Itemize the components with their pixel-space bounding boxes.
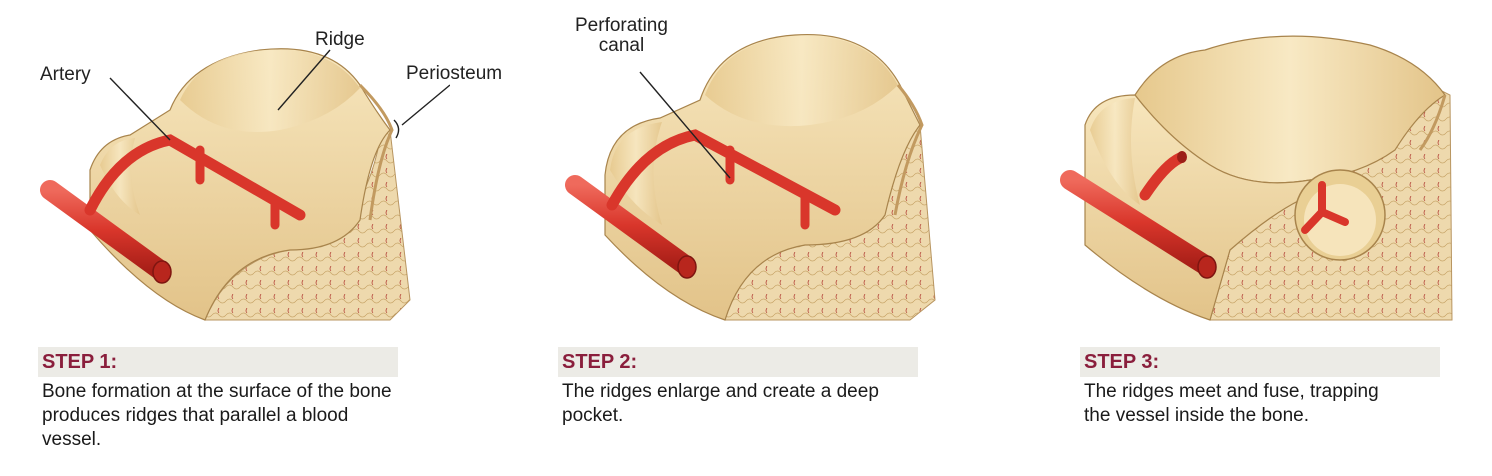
step-2-illustration [565, 33, 936, 321]
step-1-panel: Artery Ridge Periosteum STEP 1: Bone for… [30, 0, 503, 476]
artery-vessel [1060, 151, 1349, 279]
perforating-canal-label: Perforating canal [575, 15, 668, 56]
step-1-header: STEP 1: [38, 347, 398, 377]
step-3-panel: STEP 3: The ridges meet and fuse, trappi… [1040, 0, 1492, 476]
step-2-description: The ridges enlarge and create a deep poc… [562, 381, 879, 426]
step-3-title: STEP 3: [1084, 351, 1160, 373]
step-1-description: Bone formation at the surface of the bon… [42, 381, 392, 450]
step-2-header: STEP 2: [558, 347, 918, 377]
artery-vessel [565, 129, 841, 279]
step-3-description: The ridges meet and fuse, trapping the v… [1084, 381, 1379, 426]
ridge-label: Ridge [315, 29, 365, 50]
step-3-illustration [1060, 35, 1453, 321]
periosteum-label: Periosteum [406, 63, 503, 84]
step-2-title: STEP 2: [562, 351, 638, 373]
artery-label: Artery [40, 64, 91, 85]
step-1-illustration [40, 48, 450, 321]
step-2-panel: Perforating canal STEP 2: The ridges enl… [550, 0, 1020, 476]
step-3-header: STEP 3: [1080, 347, 1440, 377]
step-1-title: STEP 1: [42, 351, 118, 373]
artery-vessel [40, 134, 306, 284]
